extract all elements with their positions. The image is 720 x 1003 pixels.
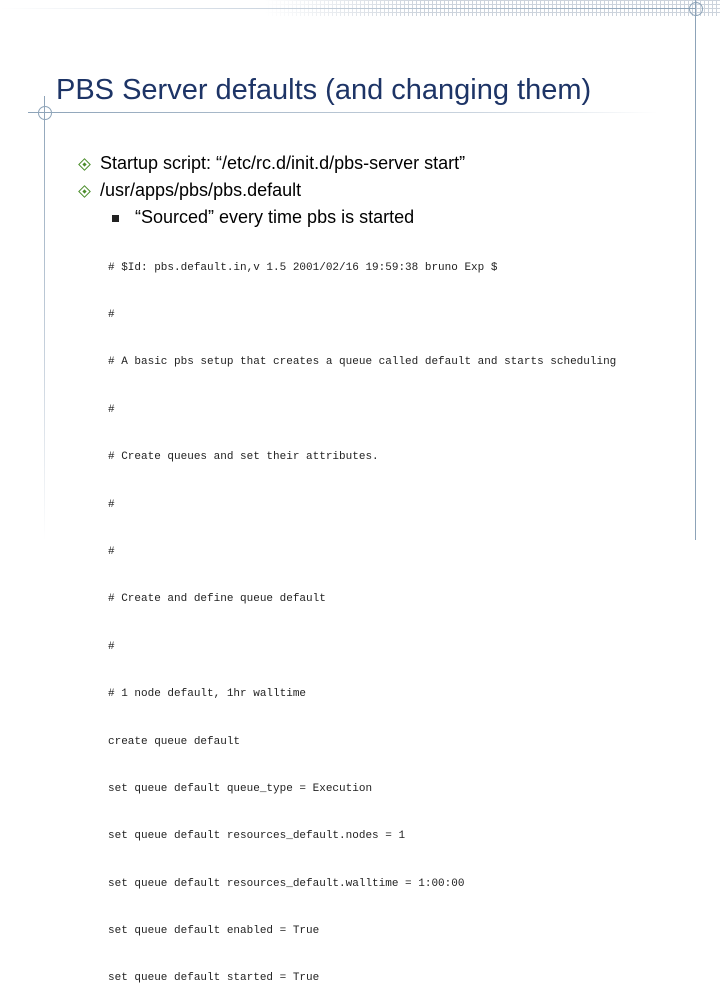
bullet-text: /usr/apps/pbs/pbs.default: [100, 180, 302, 200]
bullet-item: Startup script: “/etc/rc.d/init.d/pbs-se…: [78, 153, 465, 174]
bullet-item: /usr/apps/pbs/pbs.default: [78, 180, 301, 201]
code-line: #: [108, 545, 115, 558]
code-line: # $Id: pbs.default.in,v 1.5 2001/02/16 1…: [108, 261, 498, 274]
decorative-circle-icon: [38, 106, 52, 120]
diamond-bullet-icon: [78, 158, 90, 170]
code-line: set queue default resources_default.wall…: [108, 877, 465, 890]
code-line: set queue default queue_type = Execution: [108, 782, 373, 795]
code-line: # Create queues and set their attributes…: [108, 451, 379, 464]
code-line: # A basic pbs setup that creates a queue…: [108, 356, 617, 369]
decorative-vertical-line-right: [695, 0, 696, 540]
sub-bullet-text: “Sourced” every time pbs is started: [135, 207, 415, 227]
code-line: #: [108, 403, 115, 416]
code-line: #: [108, 308, 115, 321]
code-line: #: [108, 498, 115, 511]
decorative-circle-icon: [689, 2, 703, 16]
code-line: set queue default resources_default.node…: [108, 830, 406, 843]
code-line: # 1 node default, 1hr walltime: [108, 688, 307, 701]
bullet-text: Startup script: “/etc/rc.d/init.d/pbs-se…: [100, 153, 466, 173]
slide-title: PBS Server defaults (and changing them): [56, 74, 592, 106]
diamond-bullet-icon: [78, 185, 90, 197]
sub-bullet-item: “Sourced” every time pbs is started: [112, 207, 414, 228]
title-underline: [28, 112, 658, 113]
decorative-horizontal-line-top: [0, 8, 696, 9]
square-bullet-icon: [112, 215, 119, 222]
code-block: # $Id: pbs.default.in,v 1.5 2001/02/16 1…: [108, 229, 616, 1003]
code-line: #: [108, 640, 115, 653]
code-line: create queue default: [108, 735, 241, 748]
decorative-vertical-line-left: [44, 96, 45, 540]
code-line: set queue default started = True: [108, 972, 320, 985]
code-line: set queue default enabled = True: [108, 925, 320, 938]
code-line: # Create and define queue default: [108, 593, 326, 606]
